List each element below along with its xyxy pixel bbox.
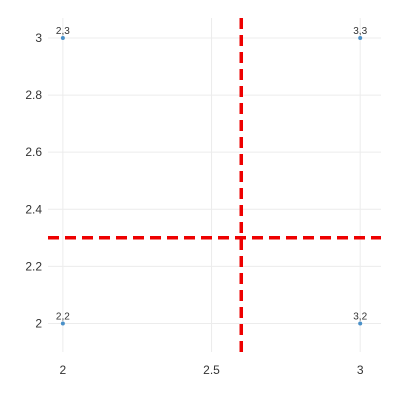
data-point: [358, 35, 363, 40]
data-point-label: 3,2: [353, 311, 367, 322]
y-tick-label: 2.2: [25, 259, 42, 273]
data-point: [60, 321, 65, 326]
data-points: [60, 35, 363, 326]
data-point-label: 2,3: [56, 26, 70, 37]
data-point-label: 2,2: [56, 311, 70, 322]
data-point: [358, 321, 363, 326]
x-tick-label: 2: [60, 363, 67, 377]
data-point: [60, 35, 65, 40]
y-tick-label: 3: [35, 31, 42, 45]
x-tick-label: 2.5: [203, 363, 220, 377]
x-tick-label: 3: [357, 363, 364, 377]
y-tick-label: 2: [35, 316, 42, 330]
y-tick-label: 2.4: [25, 202, 42, 216]
grid-lines: [48, 18, 381, 352]
data-point-label: 3,3: [353, 26, 367, 37]
reference-lines: [48, 18, 381, 352]
y-axis-ticks: 2 2.2 2.4 2.6 2.8 3: [25, 31, 42, 330]
y-tick-label: 2.6: [25, 145, 42, 159]
y-tick-label: 2.8: [25, 88, 42, 102]
data-point-labels: 2,3 3,3 2,2 3,2: [56, 26, 368, 322]
